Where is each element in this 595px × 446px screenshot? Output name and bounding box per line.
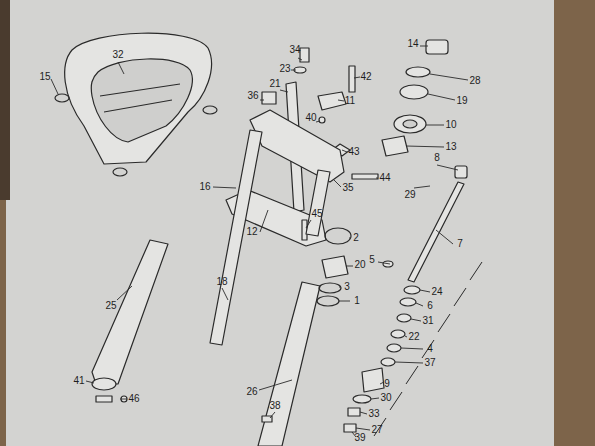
seal	[400, 85, 428, 99]
top-yoke	[250, 110, 344, 182]
callout-number: 4	[426, 344, 434, 354]
callout-number: 31	[421, 316, 434, 326]
callout-number: 18	[215, 277, 228, 287]
callout-number: 35	[341, 183, 354, 193]
seal	[319, 283, 341, 293]
callout-number: 21	[268, 79, 281, 89]
washer	[400, 298, 416, 306]
bolt	[96, 396, 112, 402]
callout-number: 41	[72, 376, 85, 386]
callout-number: 42	[359, 72, 372, 82]
cap-nut	[426, 40, 448, 54]
callout-number: 16	[198, 182, 211, 192]
leader-lines	[51, 46, 468, 437]
callout-number: 5	[368, 255, 376, 265]
callout-number: 9	[383, 379, 391, 389]
callout-number: 46	[127, 394, 140, 404]
axle-boss	[92, 378, 116, 390]
callout-number: 11	[344, 96, 356, 106]
callout-number: 1	[353, 296, 361, 306]
slider	[258, 282, 320, 446]
callout-number: 7	[456, 239, 464, 249]
headlamp-shell	[65, 33, 212, 164]
callout-number: 15	[38, 72, 51, 82]
callout-number: 39	[353, 433, 366, 443]
callout-number: 12	[245, 227, 258, 237]
cap	[262, 92, 276, 104]
callout-number: 44	[378, 173, 391, 183]
callout-number: 19	[455, 96, 468, 106]
slider	[92, 240, 168, 384]
callout-number: 13	[444, 142, 457, 152]
gaiter	[322, 256, 348, 278]
bore	[403, 120, 417, 128]
paper-sheet	[6, 0, 554, 446]
ring	[203, 106, 217, 114]
washer	[353, 395, 371, 403]
bolt	[349, 66, 355, 92]
fork-tube	[306, 170, 330, 236]
callout-number: 37	[423, 358, 436, 368]
callout-number: 38	[268, 401, 281, 411]
callout-number: 23	[278, 64, 291, 74]
callout-number: 22	[407, 332, 420, 342]
callout-number: 8	[433, 153, 441, 163]
callout-number: 33	[367, 409, 380, 419]
callout-number: 2	[352, 233, 360, 243]
bolt	[344, 424, 356, 432]
washer	[404, 286, 420, 294]
circlip	[317, 296, 339, 306]
washer	[397, 314, 411, 322]
callout-number: 20	[353, 260, 366, 270]
clip	[325, 228, 351, 244]
callout-number: 43	[347, 147, 360, 157]
bolt	[352, 174, 378, 179]
fork-tube	[210, 130, 262, 345]
callout-number: 25	[104, 301, 117, 311]
callout-number: 28	[468, 76, 481, 86]
callout-number: 6	[426, 301, 434, 311]
ring	[55, 94, 69, 102]
callout-number: 30	[379, 393, 392, 403]
washer	[391, 330, 405, 338]
bearing-cone	[382, 136, 408, 156]
callout-number: 29	[403, 190, 416, 200]
lens-opening	[91, 59, 192, 142]
callout-number: 27	[370, 425, 383, 435]
callout-number: 36	[246, 91, 259, 101]
nut	[348, 408, 360, 416]
shadow-edge	[0, 0, 10, 200]
callout-number: 3	[343, 282, 351, 292]
callout-number: 34	[288, 45, 301, 55]
callout-number: 14	[406, 39, 419, 49]
callout-number: 40	[304, 113, 317, 123]
callout-number: 10	[444, 120, 457, 130]
parts	[55, 33, 467, 446]
dashed-line	[374, 262, 482, 436]
washer	[381, 358, 395, 366]
callout-number: 26	[245, 387, 258, 397]
washer	[387, 344, 401, 352]
ring	[113, 168, 127, 176]
shell-bars	[100, 84, 180, 112]
cap	[455, 166, 467, 178]
callout-number: 32	[111, 50, 124, 60]
nut	[319, 117, 325, 123]
washer	[406, 67, 430, 77]
bearing	[394, 115, 426, 133]
callout-number: 24	[430, 287, 443, 297]
callout-number: 45	[310, 209, 323, 219]
piston	[362, 368, 384, 392]
damper-rod	[408, 182, 464, 282]
